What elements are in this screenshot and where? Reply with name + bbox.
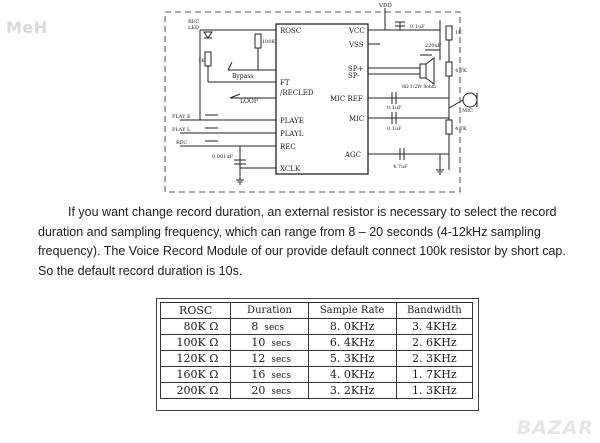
label-speaker: 8Ω 1/2W 8ohm (402, 84, 437, 90)
cell-bandwidth: 1. 7KHz (395, 366, 474, 383)
label-c01-b: 0.1uF (387, 126, 402, 132)
label-1k-right: 1K (455, 30, 462, 36)
pin-agc: AGC (344, 151, 361, 159)
cell-rosc: 100K Ω (159, 334, 232, 351)
label-c220: 220uF (425, 43, 442, 49)
cell-bandwidth: 2. 3KHz (395, 350, 474, 367)
label-play-l: PLAY L (172, 127, 191, 133)
pin-playl: PLAYL (280, 130, 304, 138)
pin-vcc: VCC (348, 27, 365, 35)
label-47k-2: 4.7K (455, 126, 467, 132)
description-paragraph: If you want change record duration, an e… (38, 205, 566, 278)
label-c47: 4.7uF (393, 164, 408, 170)
watermark-top: MeH (6, 18, 48, 37)
pin-sp-plus: SP+ (348, 65, 364, 73)
label-bypass: Bypass (232, 73, 253, 80)
label-rec-led-2: LED (188, 25, 199, 31)
pin-ft: FT (280, 79, 290, 87)
cell-sample-rate: 4. 0KHz (307, 366, 397, 383)
cell-rosc: 120K Ω (159, 350, 232, 367)
label-rec-sw: REC (176, 140, 187, 146)
header-duration: Duration (230, 302, 309, 319)
pin-vss: VSS (348, 41, 364, 49)
cell-rosc: 160K Ω (159, 366, 232, 383)
header-rosc: ROSC (159, 302, 232, 319)
pin-sp-minus: SP- (348, 72, 360, 80)
pin-rosc: ROSC (280, 27, 301, 35)
cell-bandwidth: 2. 6KHz (395, 334, 474, 351)
cell-sample-rate: 6. 4KHz (307, 334, 397, 351)
cell-rosc: 80K Ω (159, 318, 232, 335)
label-play-e: PLAY E (172, 114, 191, 120)
cell-bandwidth: 3. 4KHz (395, 318, 474, 335)
header-sample-rate: Sample Rate (307, 302, 397, 319)
cell-sample-rate: 8. 0KHz (307, 318, 397, 335)
table-frame (156, 298, 479, 411)
pin-recled: /RECLED (280, 89, 314, 97)
cell-sample-rate: 5. 3KHz (307, 350, 397, 367)
rosc-table: ROSC Duration Sample Rate Bandwidth 80K … (159, 302, 474, 399)
label-mic: MIC (462, 108, 473, 114)
label-1k-left: 1K (198, 58, 205, 64)
label-100k: 100K (262, 39, 276, 45)
cell-rosc: 200K Ω (159, 382, 232, 399)
header-bandwidth: Bandwidth (395, 302, 474, 319)
pin-xclk: XCLK (280, 165, 301, 173)
pin-mic: MIC (349, 115, 364, 123)
circuit-schematic: ROSC FT /RECLED PLAYE PLAYL REC XCLK VCC… (164, 3, 478, 193)
label-vdd: VDD (378, 3, 392, 9)
pin-rec: REC (280, 143, 296, 151)
label-c0001: 0.001uF (212, 154, 234, 160)
pin-playe: PLAYE (280, 117, 304, 125)
label-c01-a: 0.1uF (387, 105, 402, 111)
cell-bandwidth: 1. 3KHz (395, 382, 474, 399)
label-rec-led: REC (188, 19, 199, 25)
label-47k-1: 4.7K (455, 68, 467, 74)
cell-sample-rate: 3. 2KHz (307, 382, 397, 399)
watermark-bottom: BAZAR (516, 417, 594, 439)
table-header-row: ROSC Duration Sample Rate Bandwidth (159, 302, 474, 319)
label-loop: LOOP (240, 98, 258, 105)
pin-mic-ref: MIC REF (330, 95, 363, 103)
label-c01-top: 0.1uF (410, 24, 425, 30)
